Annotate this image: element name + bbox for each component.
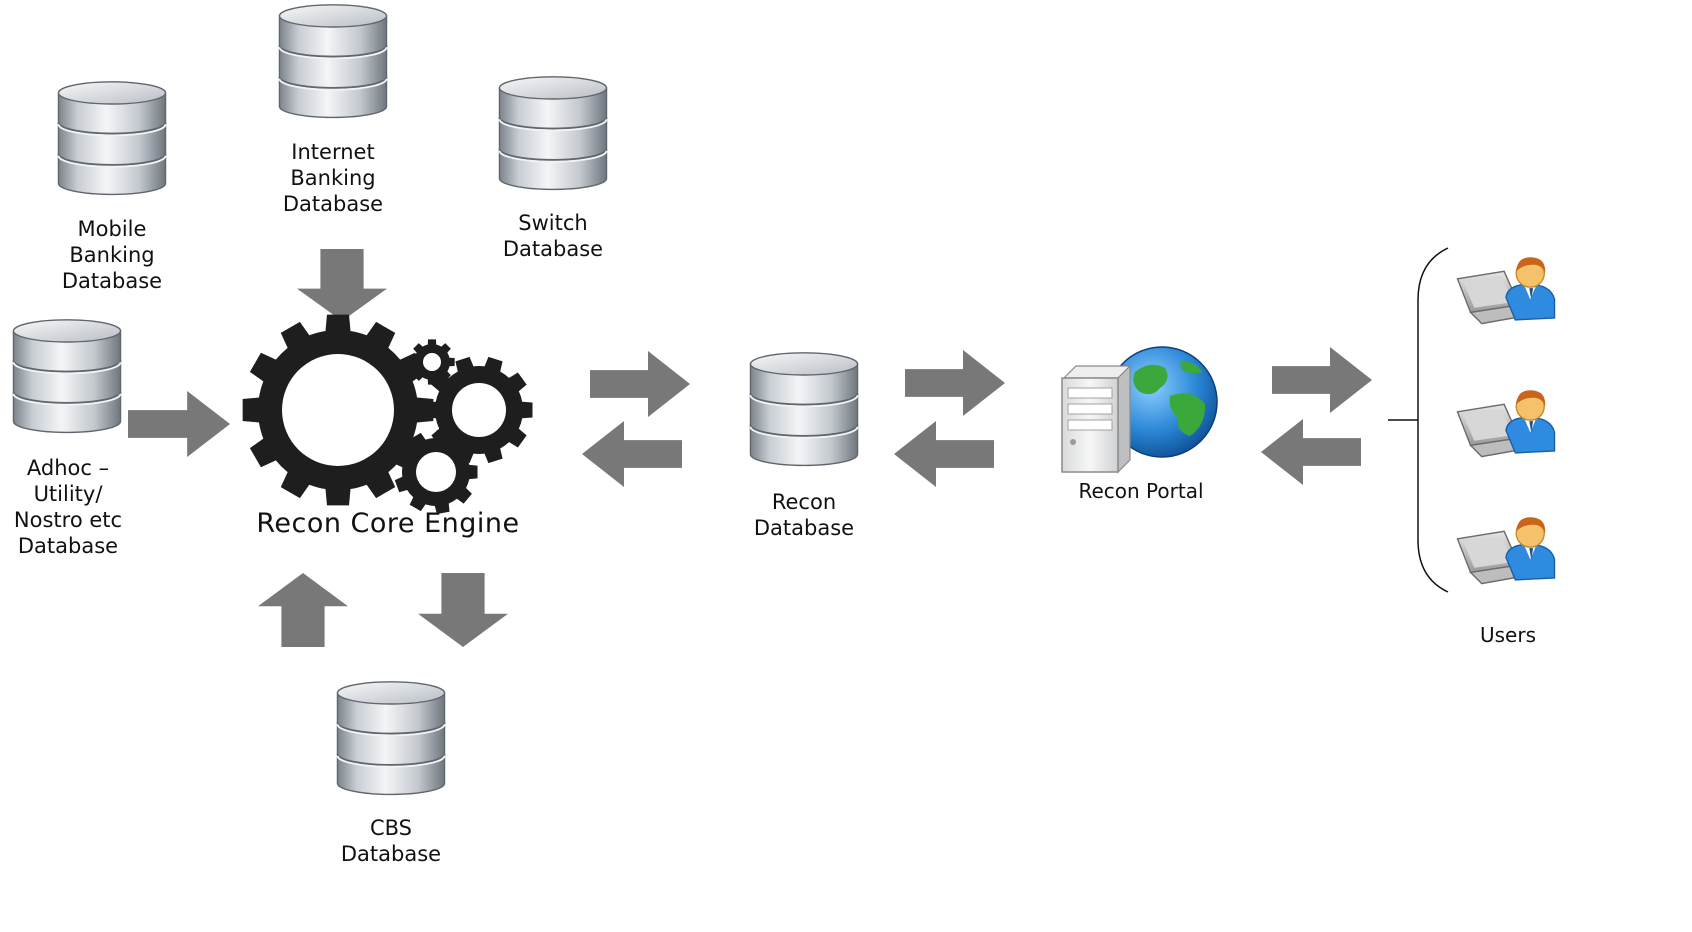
gear-icon xyxy=(394,430,478,514)
arrow-engine-to-cbs xyxy=(418,573,508,647)
gear-icon xyxy=(425,356,533,464)
arrow-portal-to-recon-db xyxy=(894,421,994,487)
label-recon-core-engine: Recon Core Engine xyxy=(256,508,520,539)
gear-icon xyxy=(242,314,434,506)
database-icon-switch xyxy=(498,75,608,191)
label-switch-database: Switch Database xyxy=(502,211,604,261)
label-users: Users xyxy=(1479,623,1536,647)
arrow-cbs-to-engine xyxy=(258,573,348,647)
arrow-recon-db-to-portal xyxy=(905,350,1005,416)
arrow-internet-banking-to-engine xyxy=(297,249,387,321)
arrow-users-to-portal xyxy=(1261,419,1361,485)
user-laptop-icon xyxy=(1456,256,1556,325)
database-icon-internet-banking xyxy=(278,3,388,119)
database-icon-cbs xyxy=(336,680,446,796)
users-bracket xyxy=(1417,247,1449,593)
database-icon-mobile-banking xyxy=(57,80,167,196)
user-laptop-icon xyxy=(1456,389,1556,458)
database-icon-adhoc xyxy=(12,318,122,434)
label-recon-database: Recon Database xyxy=(753,490,855,540)
label-mobile-banking-database: Mobile Banking Database xyxy=(61,217,163,293)
user-laptop-icon xyxy=(1456,516,1556,585)
arrow-portal-to-users xyxy=(1272,347,1372,413)
arrow-adhoc-to-engine xyxy=(128,391,230,457)
arrow-engine-to-recon-db xyxy=(590,351,690,417)
label-internet-banking-database: Internet Banking Database xyxy=(282,140,384,216)
gears-icon xyxy=(242,314,533,514)
arrow-recon-db-to-engine xyxy=(582,421,682,487)
label-adhoc-database: Adhoc – Utility/ Nostro etc Database xyxy=(13,456,123,558)
label-recon-portal: Recon Portal xyxy=(1078,479,1204,503)
database-icon-recon xyxy=(749,351,859,467)
web-server-globe-icon xyxy=(1061,346,1218,474)
label-cbs-database: CBS Database xyxy=(340,816,442,866)
gear-icon xyxy=(409,339,455,385)
